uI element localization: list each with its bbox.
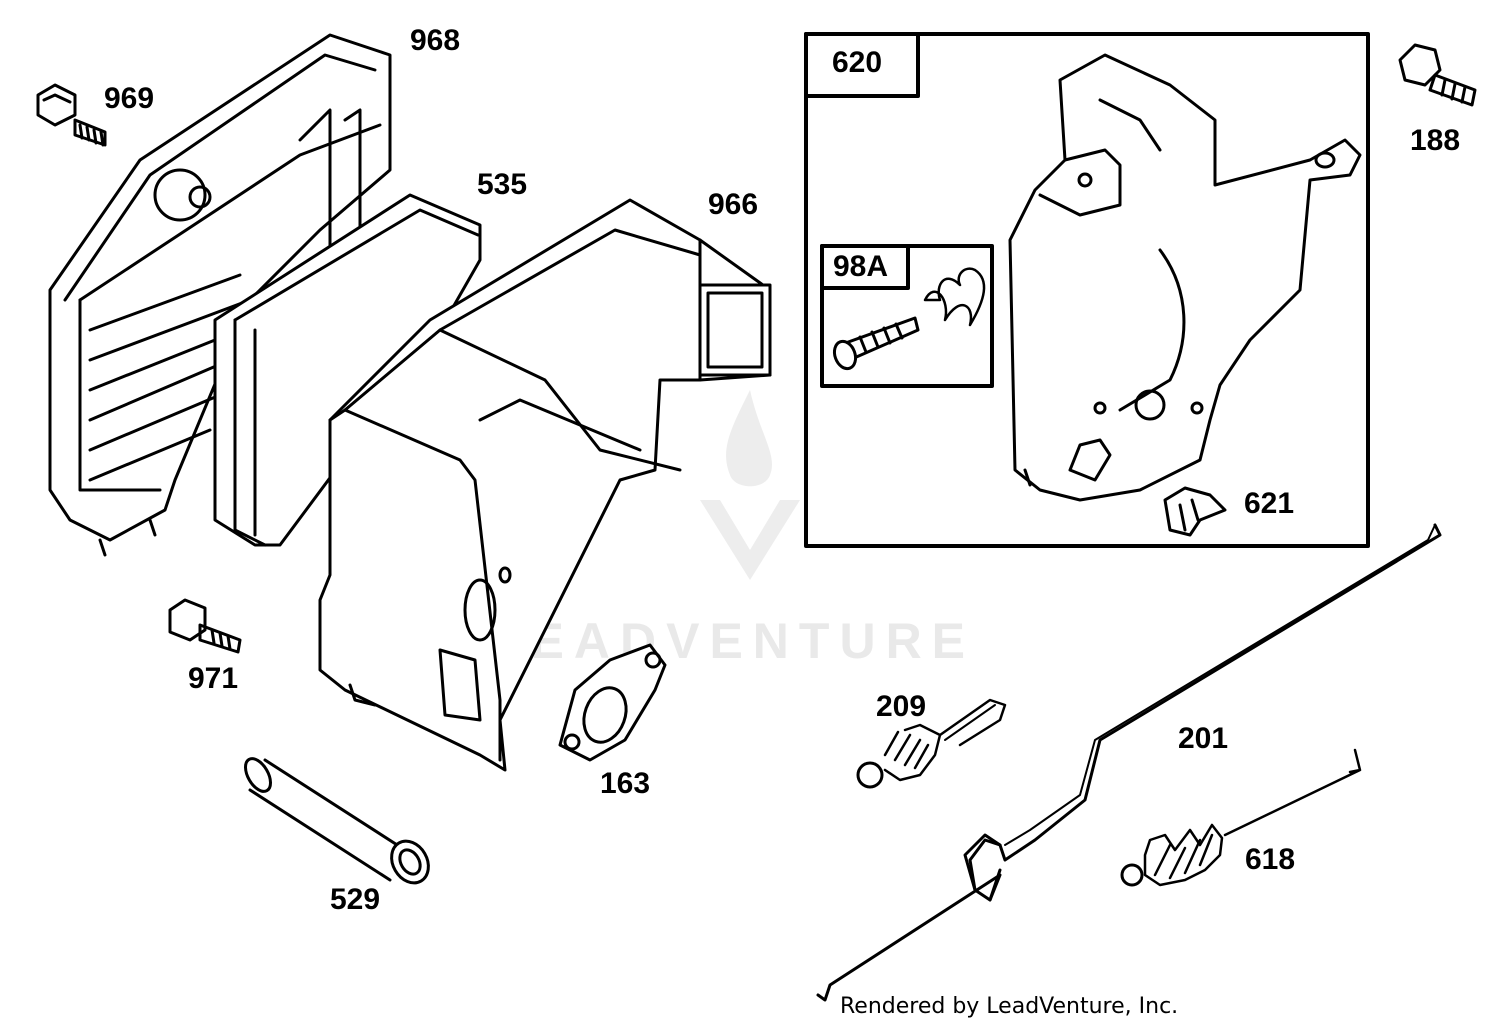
callout-621[interactable]: 621 bbox=[1244, 487, 1295, 520]
callout-163[interactable]: 163 bbox=[600, 767, 651, 800]
watermark-text: LEADVENTURE bbox=[490, 613, 976, 669]
tube-529 bbox=[244, 757, 430, 885]
kit-label-98a[interactable]: 98A bbox=[833, 250, 889, 283]
bolt-971 bbox=[168, 598, 242, 654]
callout-969[interactable]: 969 bbox=[104, 82, 155, 115]
render-credit: Rendered by LeadVenture, Inc. bbox=[840, 994, 1179, 1019]
gasket-163 bbox=[558, 643, 667, 762]
bolt-188 bbox=[1398, 43, 1477, 107]
callout-535[interactable]: 535 bbox=[477, 168, 528, 201]
callout-529[interactable]: 529 bbox=[330, 883, 381, 916]
governor-spring-618 bbox=[1120, 748, 1362, 887]
callout-968[interactable]: 968 bbox=[410, 24, 461, 57]
spring-209 bbox=[856, 698, 1007, 789]
callout-188[interactable]: 188 bbox=[1410, 124, 1461, 157]
callout-201[interactable]: 201 bbox=[1178, 722, 1229, 755]
callout-618[interactable]: 618 bbox=[1245, 843, 1296, 876]
governor-rod-201 bbox=[816, 523, 1442, 1002]
callout-966[interactable]: 966 bbox=[708, 188, 759, 221]
callout-971[interactable]: 971 bbox=[188, 662, 239, 695]
callout-209[interactable]: 209 bbox=[876, 690, 927, 723]
screw-969 bbox=[36, 83, 107, 147]
governor-kit-box-620 bbox=[804, 32, 1370, 548]
leadventure-watermark-logo bbox=[700, 390, 800, 580]
kit-label-620[interactable]: 620 bbox=[832, 46, 883, 79]
air-cleaner-cover-966 bbox=[318, 198, 772, 772]
